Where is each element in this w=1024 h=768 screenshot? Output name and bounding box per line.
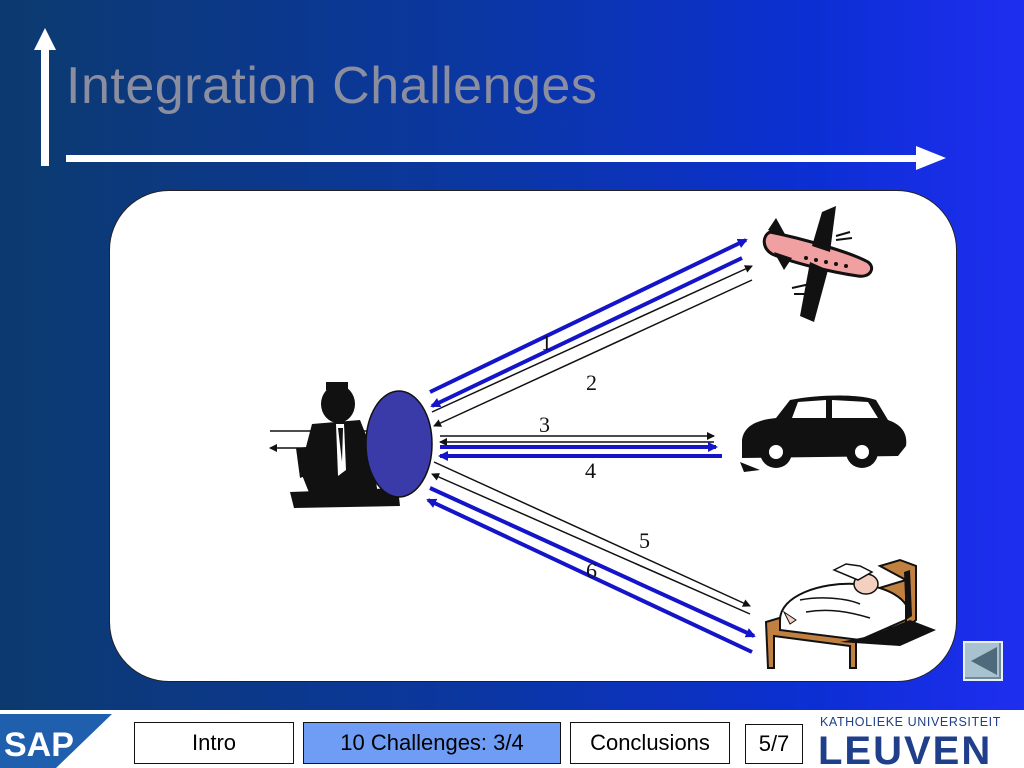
nav-challenges-button[interactable]: 10 Challenges: 3/4 bbox=[303, 722, 561, 764]
slide-title: Integration Challenges bbox=[66, 57, 598, 115]
previous-slide-button[interactable] bbox=[963, 641, 1003, 681]
horizontal-arrow-decoration bbox=[66, 146, 946, 170]
svg-text:LEUVEN: LEUVEN bbox=[818, 729, 992, 768]
svg-text:SAP: SAP bbox=[4, 726, 74, 764]
nav-intro-button[interactable]: Intro bbox=[134, 722, 294, 764]
sap-logo: SAP bbox=[0, 714, 112, 768]
svg-text:KATHOLIEKE UNIVERSITEIT: KATHOLIEKE UNIVERSITEIT bbox=[820, 715, 1001, 729]
nav-conclusions-button[interactable]: Conclusions bbox=[570, 722, 730, 764]
triangle-left-icon bbox=[971, 647, 997, 675]
diagram-panel bbox=[109, 190, 957, 682]
vertical-arrow-decoration bbox=[34, 28, 56, 166]
ku-leuven-logo: KATHOLIEKE UNIVERSITEIT LEUVEN bbox=[818, 715, 1001, 768]
page-indicator: 5/7 bbox=[745, 724, 803, 764]
